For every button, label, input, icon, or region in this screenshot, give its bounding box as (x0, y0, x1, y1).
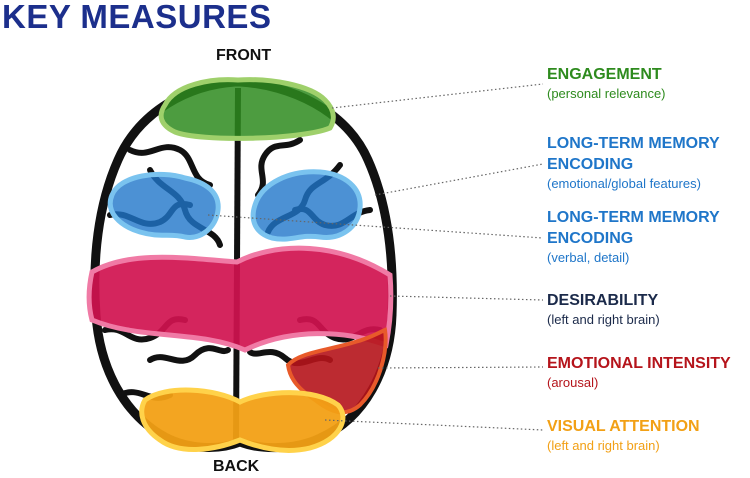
label-engagement: ENGAGEMENT (personal relevance) (547, 64, 747, 103)
emotional-intensity-region (285, 327, 388, 415)
label-desirability: DESIRABILITY (left and right brain) (547, 290, 747, 329)
engagement-region (158, 77, 336, 141)
label-ltm-verbal-subtitle: (verbal, detail) (547, 250, 630, 265)
label-desirability-title: DESIRABILITY (547, 292, 659, 309)
label-visual-attention-subtitle: (left and right brain) (547, 438, 660, 453)
label-engagement-subtitle: (personal relevance) (547, 86, 666, 101)
label-ltm-verbal-title: LONG-TERM MEMORY ENCODING (547, 209, 720, 247)
leader-lines (207, 83, 544, 431)
label-emotional-intensity-title: EMOTIONAL INTENSITY (547, 355, 731, 372)
ltm-verbal-region (250, 169, 363, 242)
label-ltm-global-title: LONG-TERM MEMORY ENCODING (547, 135, 720, 173)
label-visual-attention: VISUAL ATTENTION (left and right brain) (547, 416, 747, 455)
label-visual-attention-title: VISUAL ATTENTION (547, 418, 700, 435)
label-engagement-title: ENGAGEMENT (547, 66, 662, 83)
front-label: FRONT (216, 47, 272, 64)
label-ltm-verbal: LONG-TERM MEMORY ENCODING (verbal, detai… (547, 207, 747, 267)
back-label: BACK (213, 458, 260, 475)
ltm-global-region (107, 171, 221, 240)
page-title: KEY MEASURES (2, 0, 272, 35)
label-ltm-global: LONG-TERM MEMORY ENCODING (emotional/glo… (547, 133, 747, 193)
label-desirability-subtitle: (left and right brain) (547, 312, 660, 327)
visual-attention-region (139, 387, 346, 453)
label-ltm-global-subtitle: (emotional/global features) (547, 176, 701, 191)
label-emotional-intensity: EMOTIONAL INTENSITY (arousal) (547, 353, 747, 392)
label-emotional-intensity-subtitle: (arousal) (547, 375, 599, 390)
